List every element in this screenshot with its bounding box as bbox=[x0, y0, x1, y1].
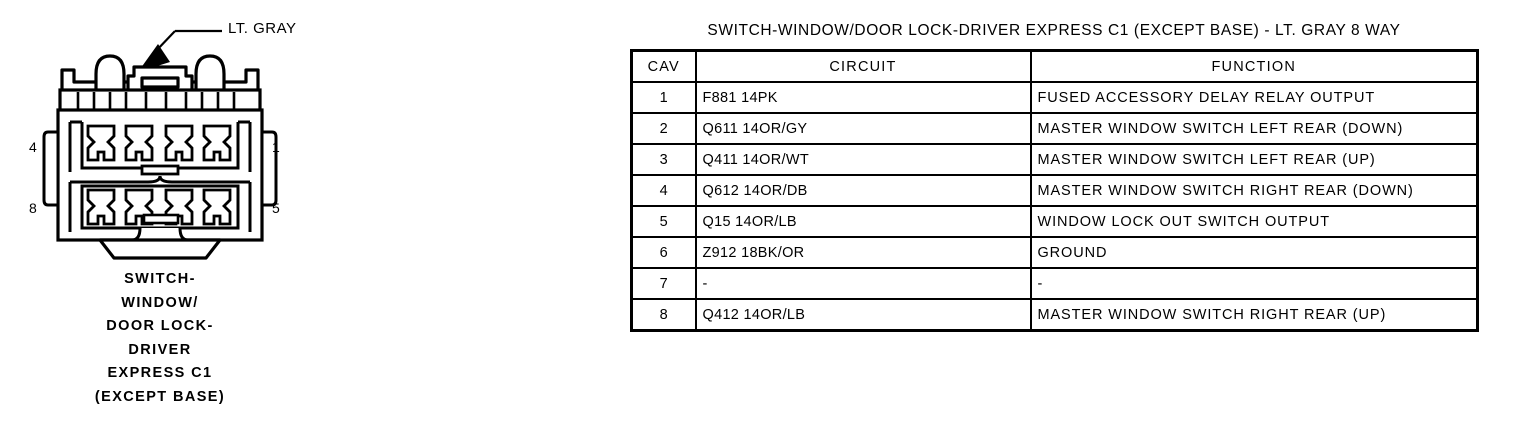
cell-cav: 2 bbox=[630, 112, 697, 145]
cavity-row-lower-frame bbox=[68, 175, 252, 232]
connector-illustration-panel: LT. GRAY bbox=[0, 0, 330, 436]
connector-caption: SWITCH- WINDOW/DOOR LOCK- DRIVER EXPRESS C1… bbox=[0, 268, 320, 409]
cell-circuit: Q412 14OR/LB bbox=[694, 298, 1032, 332]
pin-number-8: 8 bbox=[29, 200, 37, 216]
cell-cav: 4 bbox=[630, 174, 697, 207]
caption-line-4: EXPRESS C1 bbox=[107, 365, 213, 381]
pin-number-4: 4 bbox=[29, 139, 37, 155]
lower-center-pad bbox=[142, 213, 180, 225]
terminal-cavity bbox=[86, 124, 116, 162]
cell-cav: 5 bbox=[630, 205, 697, 238]
callout-label-lt-gray: LT. GRAY bbox=[228, 20, 297, 37]
cell-function: MASTER WINDOW SWITCH RIGHT REAR (DOWN) bbox=[1029, 174, 1479, 207]
cell-function: MASTER WINDOW SWITCH LEFT REAR (DOWN) bbox=[1029, 112, 1479, 145]
terminal-cavity bbox=[202, 188, 232, 226]
column-header-cav: CAV bbox=[630, 49, 697, 83]
cavity-divider-pad bbox=[140, 164, 180, 176]
pin-number-1: 1 bbox=[272, 139, 280, 155]
cell-function: FUSED ACCESSORY DELAY RELAY OUTPUT bbox=[1029, 81, 1479, 114]
pin-number-5: 5 bbox=[272, 200, 280, 216]
pinout-table-panel: SWITCH-WINDOW/DOOR LOCK-DRIVER EXPRESS C… bbox=[630, 22, 1479, 332]
terminal-cavity bbox=[124, 124, 154, 162]
table-row: 7-- bbox=[630, 267, 1479, 300]
caption-line-1: WINDOW/ bbox=[121, 294, 199, 311]
cell-circuit: Q612 14OR/DB bbox=[694, 174, 1032, 207]
caption-line-2: DOOR LOCK- bbox=[106, 318, 214, 334]
terminal-cavity bbox=[202, 124, 232, 162]
cell-function: MASTER WINDOW SWITCH LEFT REAR (UP) bbox=[1029, 143, 1479, 176]
cell-circuit: Q15 14OR/LB bbox=[694, 205, 1032, 238]
connector-top-ribs bbox=[76, 92, 236, 110]
column-header-function: FUNCTION bbox=[1029, 49, 1479, 83]
terminal-cavity bbox=[86, 188, 116, 226]
bottom-keyway-notch bbox=[131, 227, 189, 242]
cell-cav: 7 bbox=[630, 267, 697, 300]
cell-cav: 6 bbox=[630, 236, 697, 269]
cell-circuit: - bbox=[694, 267, 1032, 300]
leader-line-group bbox=[138, 29, 222, 72]
connector-top-latch bbox=[60, 54, 260, 94]
cell-circuit: F881 14PK bbox=[694, 81, 1032, 114]
cell-cav: 8 bbox=[630, 298, 697, 332]
cell-function: WINDOW LOCK OUT SWITCH OUTPUT bbox=[1029, 205, 1479, 238]
cell-function: - bbox=[1029, 267, 1479, 300]
cell-function: GROUND bbox=[1029, 236, 1479, 269]
cell-cav: 3 bbox=[630, 143, 697, 176]
connector-side-wings bbox=[42, 130, 278, 207]
cell-circuit: Q611 14OR/GY bbox=[694, 112, 1032, 145]
cell-circuit: Z912 18BK/OR bbox=[694, 236, 1032, 269]
column-header-circuit: CIRCUIT bbox=[694, 49, 1032, 83]
caption-line-3: DRIVER bbox=[128, 341, 192, 358]
terminal-cavities-upper bbox=[86, 124, 232, 162]
connector-foot bbox=[98, 238, 222, 260]
cell-cav: 1 bbox=[630, 81, 697, 114]
caption-line-5: (EXCEPT BASE) bbox=[94, 388, 226, 405]
cell-circuit: Q411 14OR/WT bbox=[694, 143, 1032, 176]
cell-function: MASTER WINDOW SWITCH RIGHT REAR (UP) bbox=[1029, 298, 1479, 332]
connector-drawing bbox=[42, 29, 278, 260]
pinout-table-title: SWITCH-WINDOW/DOOR LOCK-DRIVER EXPRESS C… bbox=[707, 22, 1401, 39]
table-header-row: CAV CIRCUIT FUNCTION bbox=[630, 49, 1479, 83]
terminal-cavity bbox=[164, 124, 194, 162]
caption-line-0: SWITCH- bbox=[124, 271, 196, 287]
